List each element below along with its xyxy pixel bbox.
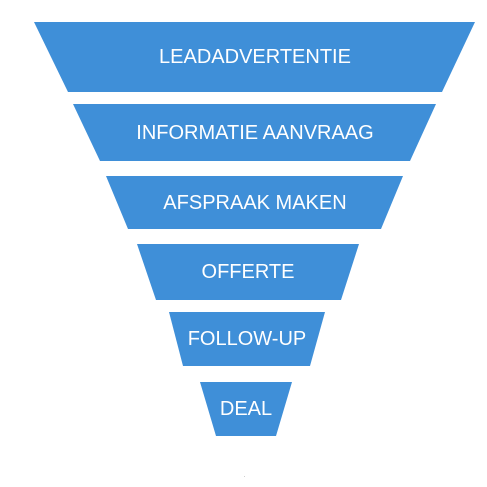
- funnel-stage-1-label: LEADADVERTENTIE: [159, 46, 351, 68]
- funnel-stage-5-label: FOLLOW-UP: [188, 328, 307, 350]
- funnel-stage-3: AFSPRAAK MAKEN: [106, 176, 403, 229]
- funnel-stage-6: DEAL: [200, 382, 292, 436]
- funnel-stage-3-label: AFSPRAAK MAKEN: [163, 192, 346, 214]
- funnel-stage-1-shape: [34, 22, 475, 92]
- funnel-stage-6-label: DEAL: [220, 398, 272, 420]
- stray-dot: [244, 476, 245, 477]
- funnel-stage-2-label: INFORMATIE AANVRAAG: [136, 122, 373, 144]
- funnel-stage-5-shape: [169, 312, 325, 366]
- funnel-stage-4: OFFERTE: [137, 244, 359, 300]
- funnel-stage-2: INFORMATIE AANVRAAG: [73, 104, 436, 161]
- funnel-stage-3-shape: [106, 176, 403, 229]
- funnel-stage-4-shape: [137, 244, 359, 300]
- funnel-stage-6-shape: [200, 382, 292, 436]
- funnel-stage-5: FOLLOW-UP: [169, 312, 325, 366]
- funnel-stage-2-shape: [73, 104, 436, 161]
- funnel-stage-4-label: OFFERTE: [202, 261, 295, 283]
- funnel-stage-1: LEADADVERTENTIE: [34, 22, 475, 92]
